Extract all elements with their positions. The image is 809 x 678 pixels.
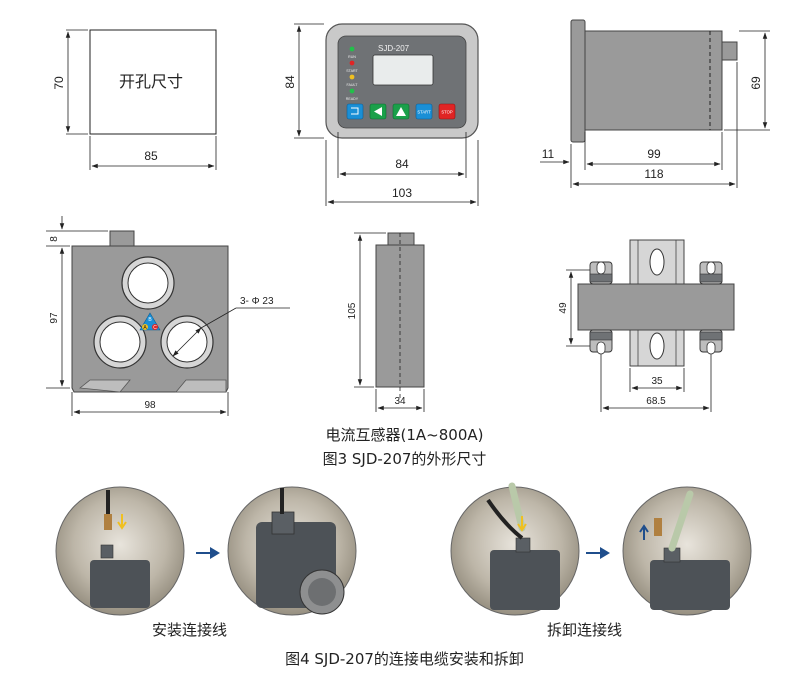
- rail-slot-bottom: [649, 332, 665, 360]
- ct-hole-text: 3- Φ 23: [240, 296, 274, 307]
- front-inner-width-text: 84: [395, 157, 409, 171]
- start-button-label: START: [417, 110, 431, 115]
- photo-install-before: [55, 486, 185, 616]
- led-fault-label: FAULT: [347, 83, 359, 87]
- ct-mount-width-text: 68.5: [646, 396, 666, 407]
- led-ready-icon: [349, 88, 355, 94]
- up-arrow-pull-icon: [639, 524, 649, 540]
- ct-front-view: B A C 3- Φ 23 8 97 98: [46, 216, 290, 416]
- ct-width-text: 98: [144, 400, 156, 411]
- ct-foot-right: [175, 379, 227, 393]
- ct-side-height-text: 105: [347, 302, 358, 319]
- fig3-caption: 图3 SJD-207的外形尺寸: [322, 450, 487, 468]
- press-arrow-icon: [517, 516, 527, 532]
- ct-bottom-height-text: 49: [558, 302, 569, 314]
- front-view: SJD-207 RUN START FAULT READY START STOP…: [283, 23, 479, 206]
- led-run-label: RUN: [348, 55, 356, 59]
- install-caption: 安装连接线: [152, 621, 228, 639]
- fig4-caption: 图4 SJD-207的连接电缆安装和拆卸: [285, 650, 524, 668]
- ct-side-body: [375, 244, 425, 388]
- remove-caption: 拆卸连接线: [547, 621, 623, 639]
- side-total-text: 118: [644, 167, 663, 181]
- led-fault-icon: [349, 74, 355, 80]
- ct-hole-a: [99, 321, 141, 363]
- ct-hole-dim: [172, 327, 202, 357]
- ct-tab-text: 8: [49, 236, 60, 242]
- side-view: 69 99 118 11: [540, 19, 770, 188]
- enter-icon: [351, 107, 359, 115]
- phase-c-label: C: [153, 325, 157, 331]
- stop-button-label: STOP: [441, 110, 453, 115]
- ct-side-view: 105 34: [347, 232, 425, 412]
- ct-side-width-text: 34: [394, 396, 406, 407]
- left-arrow-icon: [374, 107, 382, 116]
- ct-hole-b: [127, 262, 169, 304]
- lcd-display: [372, 54, 434, 86]
- cutout-height-text: 70: [52, 76, 66, 90]
- down-arrow-icon: [117, 514, 127, 530]
- photo-install-after: [227, 486, 357, 616]
- photo-remove-before: [450, 482, 580, 616]
- ct-bottom-body: [577, 283, 735, 331]
- phase-a-label: A: [143, 325, 147, 331]
- front-outer-width-text: 103: [392, 186, 412, 200]
- cutout-rect: [89, 29, 217, 135]
- led-run-icon: [349, 46, 355, 52]
- led-start-icon: [349, 60, 355, 66]
- ct-rail-width-text: 35: [651, 376, 663, 387]
- cutout-label: 开孔尺寸: [119, 72, 183, 91]
- cutout-width-text: 85: [144, 149, 158, 163]
- ct-caption: 电流互感器(1A~800A): [325, 426, 484, 444]
- side-flange-text: 11: [542, 147, 555, 161]
- start-button[interactable]: [415, 103, 433, 120]
- rail-slot-top: [649, 248, 665, 276]
- stop-button[interactable]: [438, 103, 456, 120]
- led-ready-label: READY: [346, 97, 359, 101]
- up-arrow-icon: [396, 107, 406, 116]
- ct-bottom-view: 49 35 68.5: [558, 239, 735, 412]
- enter-button[interactable]: [346, 103, 364, 120]
- ct-side-tab: [387, 232, 415, 246]
- led-start-label: START: [346, 69, 358, 73]
- step-arrow-2-icon: [586, 547, 610, 559]
- front-height-text: 84: [283, 75, 297, 89]
- ct-height-text: 97: [49, 312, 60, 324]
- side-body: [584, 30, 723, 131]
- side-body-text: 99: [647, 147, 661, 161]
- side-connector: [721, 41, 738, 61]
- phase-b-label: B: [148, 317, 152, 323]
- side-flange: [570, 19, 586, 143]
- ct-tab: [109, 230, 135, 247]
- ct-foot-left: [78, 379, 131, 393]
- step-arrow-icon: [196, 547, 220, 559]
- side-height-text: 69: [749, 76, 763, 90]
- model-label: SJD-207: [378, 44, 410, 53]
- cutout-drawing: 开孔尺寸 70 85: [52, 29, 217, 170]
- photo-remove-after: [622, 486, 752, 616]
